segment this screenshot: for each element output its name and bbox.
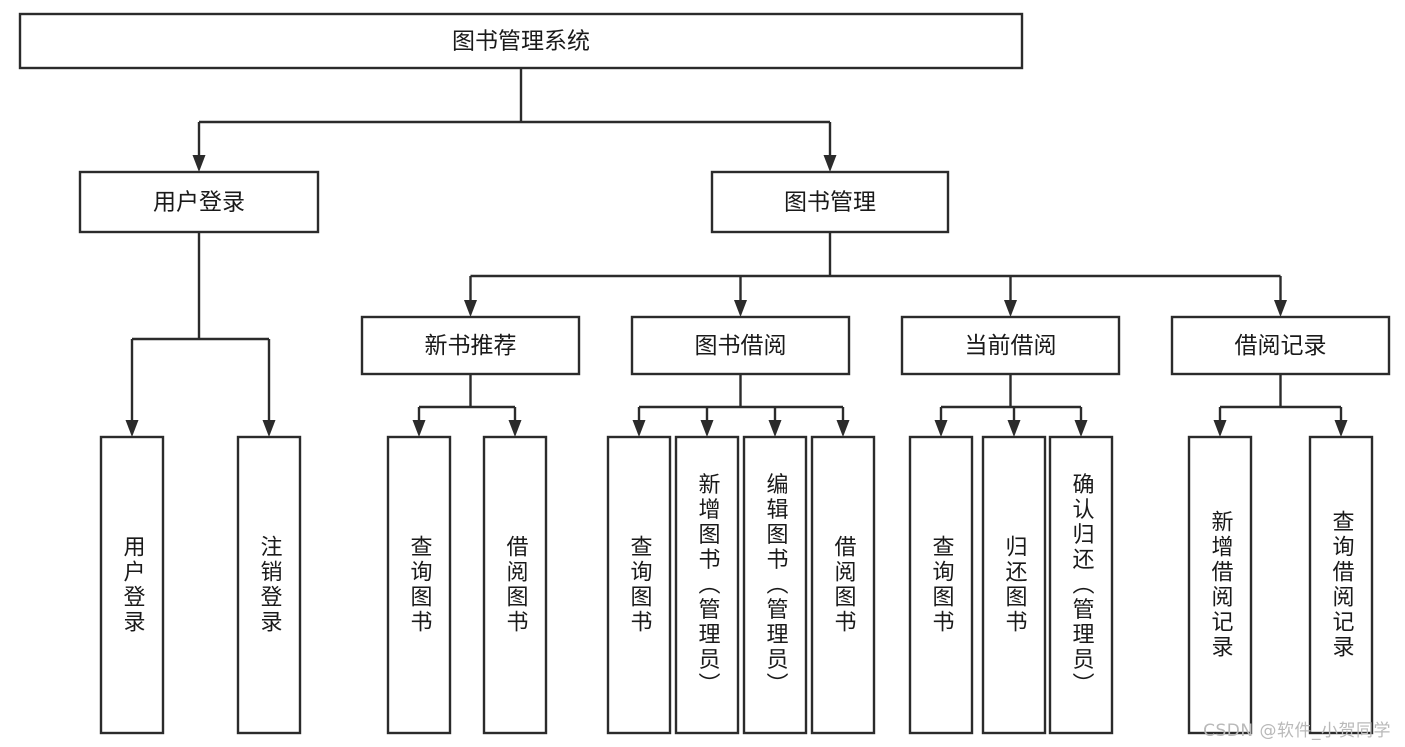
edge-group-new-book-recommend xyxy=(412,374,522,437)
node-label-leaf-edit-book: 编辑图书（管理员） xyxy=(763,473,789,698)
arrow-head-icon xyxy=(125,420,139,437)
edge-group-borrow-record xyxy=(1213,374,1348,437)
node-label-book-borrow: 图书借阅 xyxy=(695,333,787,359)
node-label-book-manage: 图书管理 xyxy=(784,190,876,216)
arrow-head-icon xyxy=(412,420,426,437)
node-borrow-record[interactable]: 借阅记录 xyxy=(1170,315,1391,376)
node-label-borrow-record: 借阅记录 xyxy=(1235,333,1327,359)
arrow-head-icon xyxy=(1334,420,1348,437)
node-label-leaf-borrow-book-2: 借阅图书 xyxy=(831,535,857,635)
node-label-current-borrow: 当前借阅 xyxy=(965,333,1057,359)
arrow-head-icon xyxy=(768,420,782,437)
node-box-leaf-add-book xyxy=(674,435,740,735)
csdn-watermark: CSDN @软件_小贺同学 xyxy=(1203,721,1391,741)
arrow-head-icon xyxy=(734,300,747,317)
node-box-borrow-record xyxy=(1170,315,1391,376)
arrow-head-icon xyxy=(1274,300,1287,317)
edge-group-root xyxy=(192,68,837,172)
node-box-leaf-query-book-3 xyxy=(908,435,974,735)
node-root[interactable]: 图书管理系统 xyxy=(18,12,1024,70)
arrow-head-icon xyxy=(508,420,522,437)
node-leaf-query-book-1[interactable]: 查询图书 xyxy=(386,435,452,735)
node-leaf-add-record[interactable]: 新增借阅记录 xyxy=(1187,435,1253,735)
node-box-leaf-user-login xyxy=(99,435,165,735)
node-label-leaf-return-book: 归还图书 xyxy=(1002,535,1028,635)
node-leaf-user-logout[interactable]: 注销登录 xyxy=(236,435,302,735)
node-leaf-confirm-return[interactable]: 确认归还（管理员） xyxy=(1048,435,1114,735)
edge-group-current-borrow xyxy=(934,374,1088,437)
node-box-leaf-edit-book xyxy=(742,435,808,735)
node-box-leaf-confirm-return xyxy=(1048,435,1114,735)
node-label-leaf-add-record: 新增借阅记录 xyxy=(1208,510,1234,660)
node-box-leaf-user-logout xyxy=(236,435,302,735)
node-current-borrow[interactable]: 当前借阅 xyxy=(900,315,1121,376)
arrow-head-icon xyxy=(464,300,477,317)
arrow-head-icon xyxy=(1004,300,1017,317)
node-label-leaf-user-logout: 注销登录 xyxy=(257,535,283,635)
node-label-new-book-recommend: 新书推荐 xyxy=(425,333,517,359)
edge-group-book-borrow xyxy=(632,374,850,437)
node-leaf-add-book[interactable]: 新增图书（管理员） xyxy=(674,435,740,735)
connector-layer xyxy=(125,68,1348,437)
node-box-book-manage xyxy=(710,170,950,234)
node-label-leaf-borrow-book-1: 借阅图书 xyxy=(503,535,529,635)
node-leaf-return-book[interactable]: 归还图书 xyxy=(981,435,1047,735)
node-box-current-borrow xyxy=(900,315,1121,376)
node-new-book-recommend[interactable]: 新书推荐 xyxy=(360,315,581,376)
node-leaf-borrow-book-2[interactable]: 借阅图书 xyxy=(810,435,876,735)
node-box-book-borrow xyxy=(630,315,851,376)
node-box-leaf-borrow-book-1 xyxy=(482,435,548,735)
arrow-head-icon xyxy=(1074,420,1088,437)
node-leaf-query-book-2[interactable]: 查询图书 xyxy=(606,435,672,735)
edge-group-user-login xyxy=(125,232,276,437)
arrow-head-icon xyxy=(1213,420,1227,437)
node-label-leaf-query-book-2: 查询图书 xyxy=(627,535,653,635)
node-label-leaf-add-book: 新增图书（管理员） xyxy=(695,473,721,698)
node-leaf-user-login[interactable]: 用户登录 xyxy=(99,435,165,735)
node-label-leaf-user-login: 用户登录 xyxy=(120,535,146,635)
node-box-leaf-query-book-2 xyxy=(606,435,672,735)
node-box-new-book-recommend xyxy=(360,315,581,376)
arrow-head-icon xyxy=(823,155,837,172)
node-leaf-borrow-book-1[interactable]: 借阅图书 xyxy=(482,435,548,735)
arrow-head-icon xyxy=(700,420,714,437)
node-layer: 图书管理系统用户登录图书管理新书推荐图书借阅当前借阅借阅记录用户登录注销登录查询… xyxy=(18,12,1391,735)
node-box-root xyxy=(18,12,1024,70)
node-leaf-query-record[interactable]: 查询借阅记录 xyxy=(1308,435,1374,735)
node-box-leaf-add-record xyxy=(1187,435,1253,735)
node-label-root: 图书管理系统 xyxy=(452,29,590,55)
node-box-user-login xyxy=(78,170,320,234)
arrow-head-icon xyxy=(1007,420,1021,437)
node-label-leaf-query-book-1: 查询图书 xyxy=(407,535,433,635)
node-book-manage[interactable]: 图书管理 xyxy=(710,170,950,234)
node-box-leaf-return-book xyxy=(981,435,1047,735)
arrow-head-icon xyxy=(262,420,276,437)
node-box-leaf-query-book-1 xyxy=(386,435,452,735)
node-box-leaf-query-record xyxy=(1308,435,1374,735)
node-label-leaf-query-record: 查询借阅记录 xyxy=(1329,510,1355,660)
arrow-head-icon xyxy=(934,420,948,437)
node-label-leaf-confirm-return: 确认归还（管理员） xyxy=(1069,473,1095,698)
arrow-head-icon xyxy=(836,420,850,437)
node-book-borrow[interactable]: 图书借阅 xyxy=(630,315,851,376)
node-leaf-query-book-3[interactable]: 查询图书 xyxy=(908,435,974,735)
edge-group-book-manage xyxy=(464,232,1287,317)
node-user-login[interactable]: 用户登录 xyxy=(78,170,320,234)
node-leaf-edit-book[interactable]: 编辑图书（管理员） xyxy=(742,435,808,735)
node-box-leaf-borrow-book-2 xyxy=(810,435,876,735)
arrow-head-icon xyxy=(192,155,206,172)
node-label-user-login: 用户登录 xyxy=(153,190,245,216)
node-label-leaf-query-book-3: 查询图书 xyxy=(929,535,955,635)
arrow-head-icon xyxy=(632,420,646,437)
